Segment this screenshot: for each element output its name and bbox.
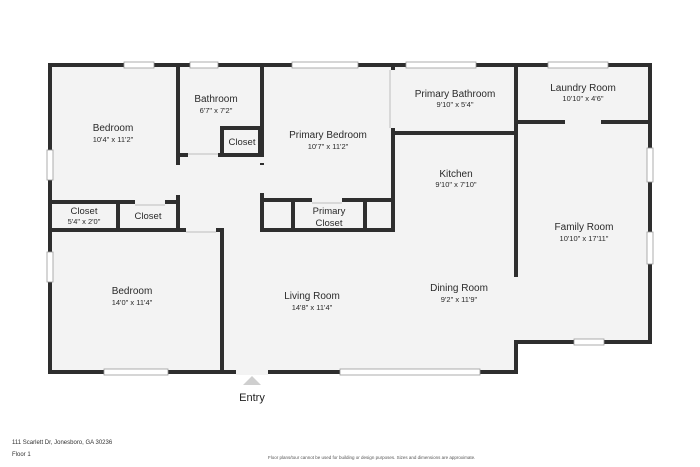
room-dims: 6'7" x 7'2" xyxy=(200,106,233,115)
room-name: Primary Bedroom xyxy=(289,130,367,141)
floor-label: Floor 1 xyxy=(12,452,31,458)
room-label-dining-room: Dining Room 9'2" x 11'9" xyxy=(430,283,488,304)
room-dims: 9'2" x 11'9" xyxy=(441,295,478,304)
room-label-closet-mid: Closet xyxy=(135,211,162,222)
entry-arrow-icon xyxy=(243,376,261,385)
room-dims: 14'0" x 11'4" xyxy=(112,298,153,307)
room-name: Primary xyxy=(313,206,346,217)
room-name: Laundry Room xyxy=(550,83,616,94)
room-dims: 10'7" x 11'2" xyxy=(308,142,349,151)
room-label-primary-closet: Primary Closet xyxy=(313,206,346,229)
room-dims: 10'4" x 11'2" xyxy=(93,135,134,144)
room-dims: 9'10" x 7'10" xyxy=(435,180,476,189)
room-label-bedroom-top: Bedroom 10'4" x 11'2" xyxy=(93,123,134,144)
room-name: Kitchen xyxy=(439,169,472,180)
disclaimer-text: Floor plans/tour cannot be used for buil… xyxy=(268,455,476,460)
room-name: Closet xyxy=(71,206,98,217)
room-name: Family Room xyxy=(555,222,614,233)
room-name: Bedroom xyxy=(93,123,134,134)
room-label-primary-bedroom: Primary Bedroom 10'7" x 11'2" xyxy=(289,130,367,151)
room-name: Closet xyxy=(229,137,256,148)
door-openings xyxy=(135,70,601,375)
room-name: Bathroom xyxy=(194,94,237,105)
room-dims: 10'10" x 4'6" xyxy=(562,94,603,103)
property-address: 111 Scarlett Dr, Jonesboro, GA 30236 xyxy=(12,440,113,446)
room-dims: 14'8" x 11'4" xyxy=(292,303,333,312)
room-label-bedroom-bottom: Bedroom 14'0" x 11'4" xyxy=(112,286,153,307)
room-name: Living Room xyxy=(284,291,340,302)
room-label-living-room: Living Room 14'8" x 11'4" xyxy=(284,291,340,312)
room-name: Closet xyxy=(316,218,343,229)
entry-label: Entry xyxy=(239,392,265,404)
floor-area xyxy=(50,65,650,372)
room-dims: 5'4" x 2'0" xyxy=(68,217,101,226)
room-label-family-room: Family Room 10'10" x 17'11" xyxy=(555,222,614,243)
door-lines xyxy=(135,70,391,233)
room-label-primary-bathroom: Primary Bathroom 9'10" x 5'4" xyxy=(415,89,496,109)
room-name: Primary Bathroom xyxy=(415,89,496,100)
room-label-kitchen: Kitchen 9'10" x 7'10" xyxy=(435,169,476,189)
room-label-bathroom: Bathroom 6'7" x 7'2" xyxy=(194,94,237,115)
windows xyxy=(46,61,654,376)
room-label-closet-left: Closet 5'4" x 2'0" xyxy=(68,206,101,226)
room-name: Bedroom xyxy=(112,286,153,297)
room-dims: 10'10" x 17'11" xyxy=(560,234,609,243)
room-name: Closet xyxy=(135,211,162,222)
room-dims: 9'10" x 5'4" xyxy=(437,100,474,109)
room-label-laundry-room: Laundry Room 10'10" x 4'6" xyxy=(550,83,616,103)
room-name: Dining Room xyxy=(430,283,488,294)
room-label-closet-bath: Closet xyxy=(229,137,256,148)
